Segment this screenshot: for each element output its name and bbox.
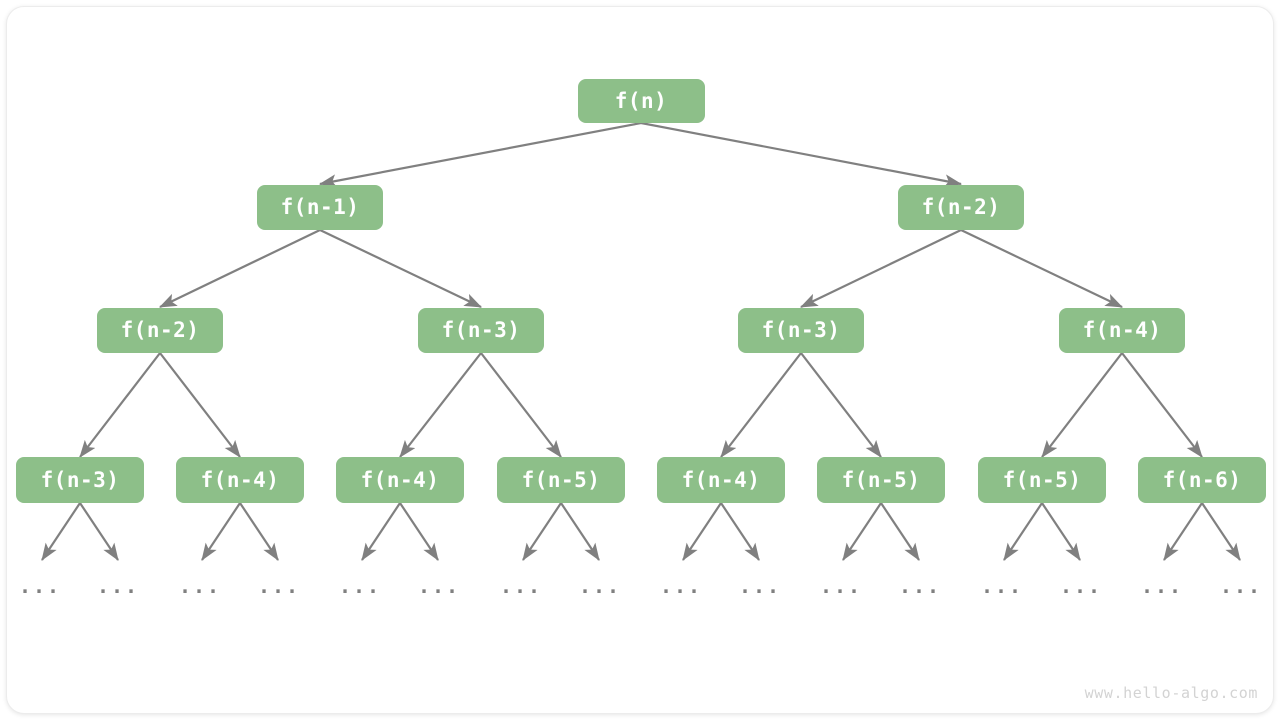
- tree-node: f(n-3): [16, 457, 144, 503]
- tree-node: f(n): [577, 79, 705, 123]
- tree-node: f(n-4): [176, 457, 304, 503]
- ellipsis-marker: ...: [338, 574, 382, 598]
- ellipsis-marker: ...: [18, 574, 62, 598]
- tree-node: f(n-3): [738, 307, 864, 353]
- tree-node: f(n-5): [497, 457, 625, 503]
- tree-node: f(n-2): [898, 184, 1024, 230]
- ellipsis-marker: ...: [819, 574, 863, 598]
- ellipsis-marker: ...: [898, 574, 942, 598]
- ellipsis-marker: ...: [738, 574, 782, 598]
- ellipsis-marker: ...: [659, 574, 703, 598]
- tree-node: f(n-2): [97, 307, 223, 353]
- tree-node: f(n-4): [1059, 307, 1185, 353]
- tree-node: f(n-5): [817, 457, 945, 503]
- ellipsis-marker: ...: [1059, 574, 1103, 598]
- tree-node: f(n-5): [978, 457, 1106, 503]
- tree-node: f(n-3): [418, 307, 544, 353]
- tree-node: f(n-4): [336, 457, 464, 503]
- ellipsis-marker: ...: [257, 574, 301, 598]
- watermark: www.hello-algo.com: [1084, 684, 1258, 702]
- ellipsis-marker: ...: [578, 574, 622, 598]
- ellipsis-marker: ...: [980, 574, 1024, 598]
- tree-node: f(n-4): [657, 457, 785, 503]
- ellipsis-marker: ...: [178, 574, 222, 598]
- ellipsis-marker: ...: [417, 574, 461, 598]
- ellipsis-marker: ...: [499, 574, 543, 598]
- tree-node: f(n-6): [1138, 457, 1266, 503]
- ellipsis-marker: ...: [1219, 574, 1263, 598]
- tree-node: f(n-1): [257, 184, 383, 230]
- ellipsis-marker: ...: [96, 574, 140, 598]
- ellipsis-marker: ...: [1140, 574, 1184, 598]
